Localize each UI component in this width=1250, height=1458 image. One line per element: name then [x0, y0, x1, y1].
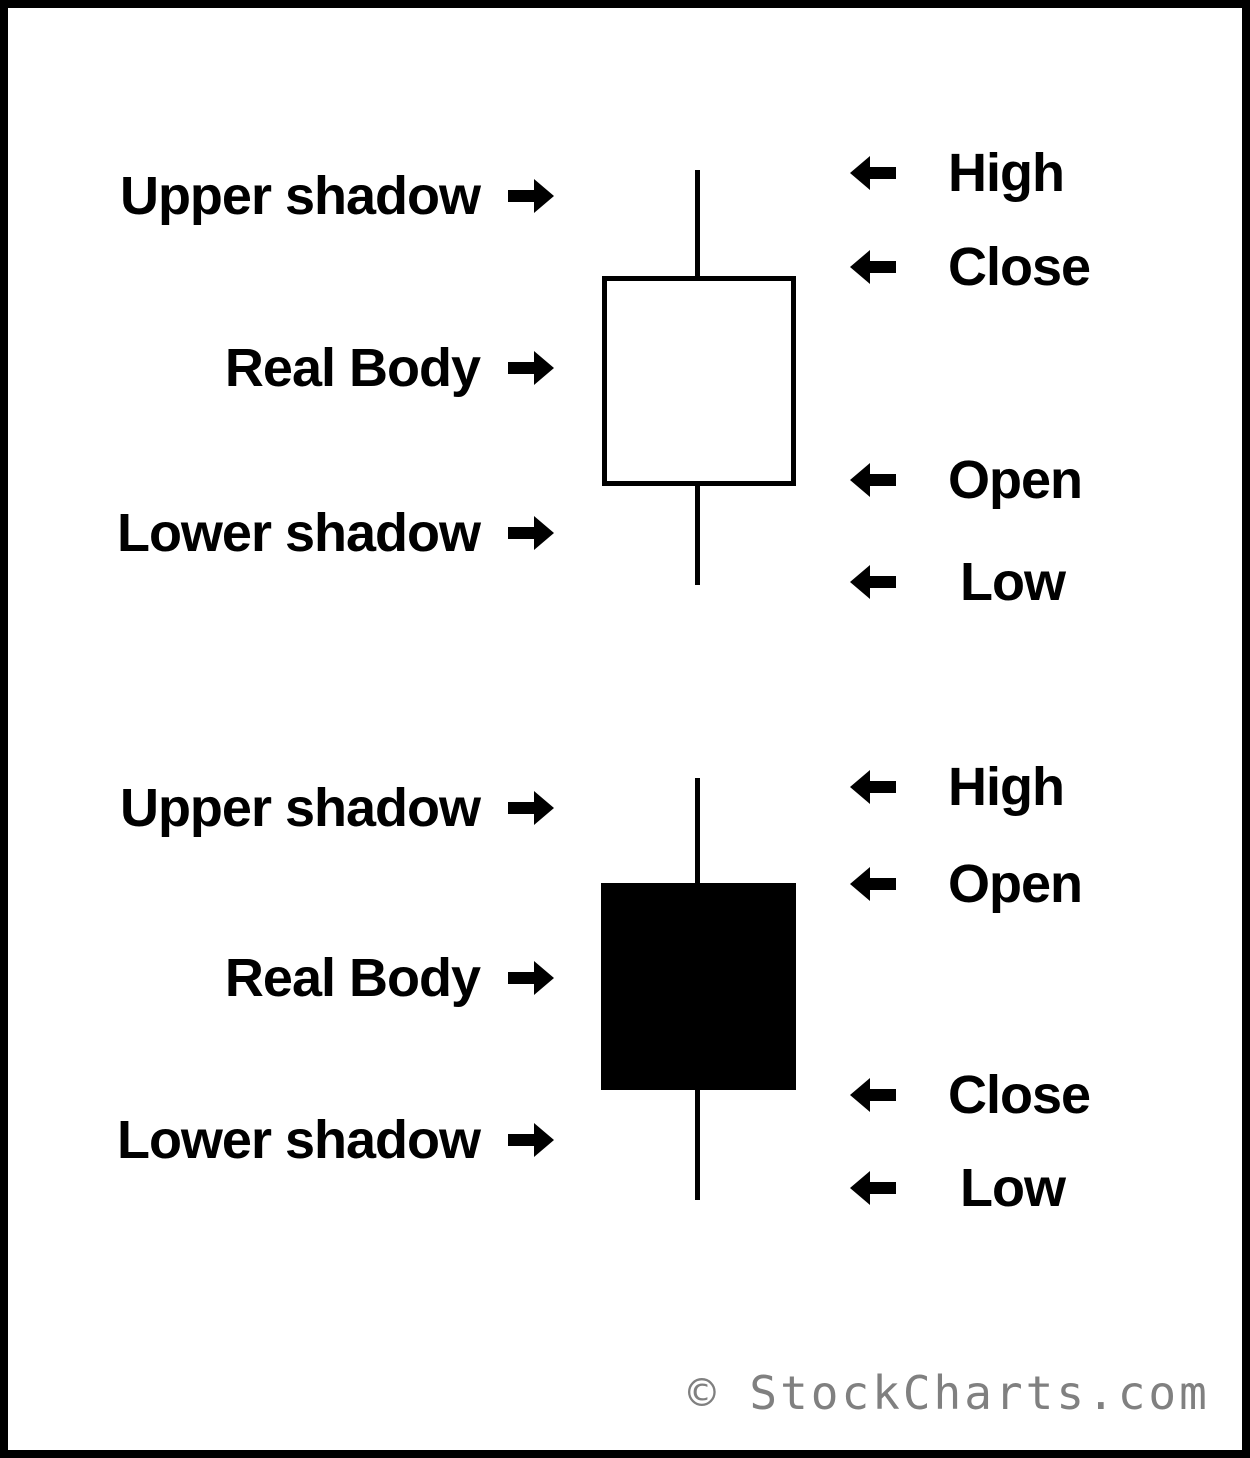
low-label: Low: [960, 552, 1066, 612]
label-row: Close: [850, 237, 1091, 297]
label-row: Low: [850, 552, 1066, 612]
high-label: High: [948, 757, 1065, 817]
label-row: Upper shadow: [8, 166, 554, 226]
left-arrow-icon: [850, 156, 896, 190]
real-body-label: Real Body: [224, 338, 481, 398]
stockcharts-watermark: © StockCharts.com: [688, 1366, 1210, 1420]
open-label: Open: [948, 854, 1083, 914]
left-arrow-icon: [850, 1078, 896, 1112]
left-arrow-icon: [850, 867, 896, 901]
left-arrow-icon: [850, 770, 896, 804]
right-arrow-icon: [508, 791, 554, 825]
label-row: Low: [850, 1158, 1066, 1218]
real-body-label: Real Body: [224, 948, 481, 1008]
open-label: Open: [948, 450, 1083, 510]
upper-shadow-label: Upper shadow: [119, 778, 481, 838]
left-arrow-icon: [850, 1171, 896, 1205]
candle-body-filled: [601, 883, 796, 1090]
right-arrow-icon: [508, 516, 554, 550]
left-arrow-icon: [850, 250, 896, 284]
close-label: Close: [948, 1065, 1091, 1125]
label-row: Real Body: [8, 948, 554, 1008]
label-row: Real Body: [8, 338, 554, 398]
close-label: Close: [948, 237, 1091, 297]
low-label: Low: [960, 1158, 1066, 1218]
label-row: Open: [850, 854, 1083, 914]
candle-body-hollow: [602, 276, 796, 486]
label-row: Open: [850, 450, 1083, 510]
right-arrow-icon: [508, 179, 554, 213]
right-arrow-icon: [508, 351, 554, 385]
label-row: High: [850, 757, 1065, 817]
label-row: High: [850, 143, 1065, 203]
upper-shadow-label: Upper shadow: [119, 166, 481, 226]
lower-shadow-label: Lower shadow: [116, 1110, 481, 1170]
left-arrow-icon: [850, 463, 896, 497]
right-arrow-icon: [508, 1123, 554, 1157]
right-arrow-icon: [508, 961, 554, 995]
high-label: High: [948, 143, 1065, 203]
label-row: Lower shadow: [8, 1110, 554, 1170]
label-row: Close: [850, 1065, 1091, 1125]
label-row: Lower shadow: [8, 503, 554, 563]
lower-shadow-label: Lower shadow: [116, 503, 481, 563]
left-arrow-icon: [850, 565, 896, 599]
label-row: Upper shadow: [8, 778, 554, 838]
